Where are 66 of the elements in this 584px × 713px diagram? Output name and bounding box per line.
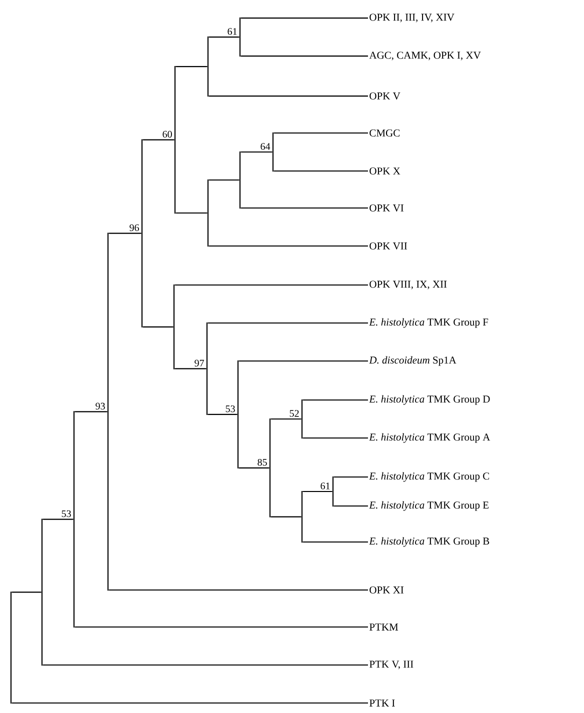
tree-branch — [142, 139, 174, 140]
tree-branch — [142, 326, 174, 328]
tree-branch — [208, 245, 368, 247]
taxon-label: OPK XI — [370, 586, 404, 594]
tree-branch — [274, 170, 368, 172]
taxon-label: PTK I — [370, 700, 395, 706]
bootstrap-value: 53 — [226, 406, 235, 412]
tree-branch — [208, 179, 240, 181]
bootstrap-value: 52 — [290, 410, 299, 417]
tree-branch — [274, 132, 368, 134]
tree-branch — [240, 55, 368, 57]
taxon-label: E. histolytica TMK Group E — [369, 501, 488, 511]
bootstrap-value: 85 — [258, 458, 267, 466]
taxon-label: OPK VIII, IX, XII — [370, 280, 447, 290]
tree-branch — [12, 702, 368, 704]
tree-branch — [108, 589, 368, 591]
bootstrap-value: 53 — [62, 510, 71, 518]
tree-branch — [302, 437, 368, 439]
tree-branch — [238, 360, 368, 362]
tree-branch — [208, 322, 368, 324]
taxon-label: E. histolytica TMK Group B — [369, 537, 490, 547]
tree-branch — [12, 592, 42, 593]
tree-branch — [42, 518, 74, 520]
tree-branch — [176, 212, 208, 214]
taxon-label: OPK VI — [370, 204, 404, 212]
bootstrap-value: 93 — [96, 402, 105, 410]
bootstrap-value: 60 — [162, 130, 172, 138]
tree-branch — [240, 151, 272, 153]
taxon-label: E. histolytica TMK Group C — [369, 472, 490, 482]
taxon-label: PTK V, III — [370, 660, 414, 670]
taxon-label: OPK VII — [370, 242, 408, 250]
tree-branch — [208, 414, 238, 415]
tree-branch — [174, 368, 206, 370]
tree-branch — [240, 207, 368, 209]
tree-branch — [240, 17, 368, 19]
taxon-label: OPK V — [370, 92, 400, 100]
tree-branch — [208, 95, 368, 97]
bootstrap-value: 97 — [194, 360, 204, 366]
tree-branch — [208, 36, 240, 38]
taxon-label: E. histolytica TMK Group F — [369, 318, 488, 328]
taxon-label: OPK II, III, IV, XIV — [370, 14, 454, 22]
taxon-label: AGC, CAMK, OPK I, XV — [369, 52, 481, 60]
tree-branch — [270, 516, 302, 518]
tree-branch — [42, 664, 368, 666]
tree-branch — [238, 467, 270, 468]
taxon-label: OPK X — [370, 167, 400, 175]
tree-branch — [302, 541, 368, 543]
taxon-label: PTKM — [370, 624, 398, 630]
taxon-label: E. histolytica TMK Group A — [369, 433, 490, 443]
tree-branch — [302, 490, 332, 492]
bootstrap-value: 96 — [130, 224, 139, 232]
tree-branch — [74, 626, 368, 628]
bootstrap-value: 64 — [260, 143, 270, 150]
tree-branch — [302, 399, 368, 401]
bootstrap-value: 61 — [320, 482, 330, 490]
tree-branch — [270, 418, 302, 420]
tree-branch — [176, 66, 208, 68]
bootstrap-value: 61 — [228, 28, 237, 35]
tree-branch — [334, 505, 368, 507]
tree-branch — [334, 476, 368, 478]
taxon-label: E. histolytica TMK Group D — [369, 395, 490, 405]
tree-branch — [108, 232, 142, 234]
tree-branch — [174, 284, 368, 286]
tree-branch — [74, 411, 108, 412]
taxon-label: CMGC — [370, 130, 400, 137]
taxon-label: D. discoideum Sp1A — [369, 356, 456, 366]
